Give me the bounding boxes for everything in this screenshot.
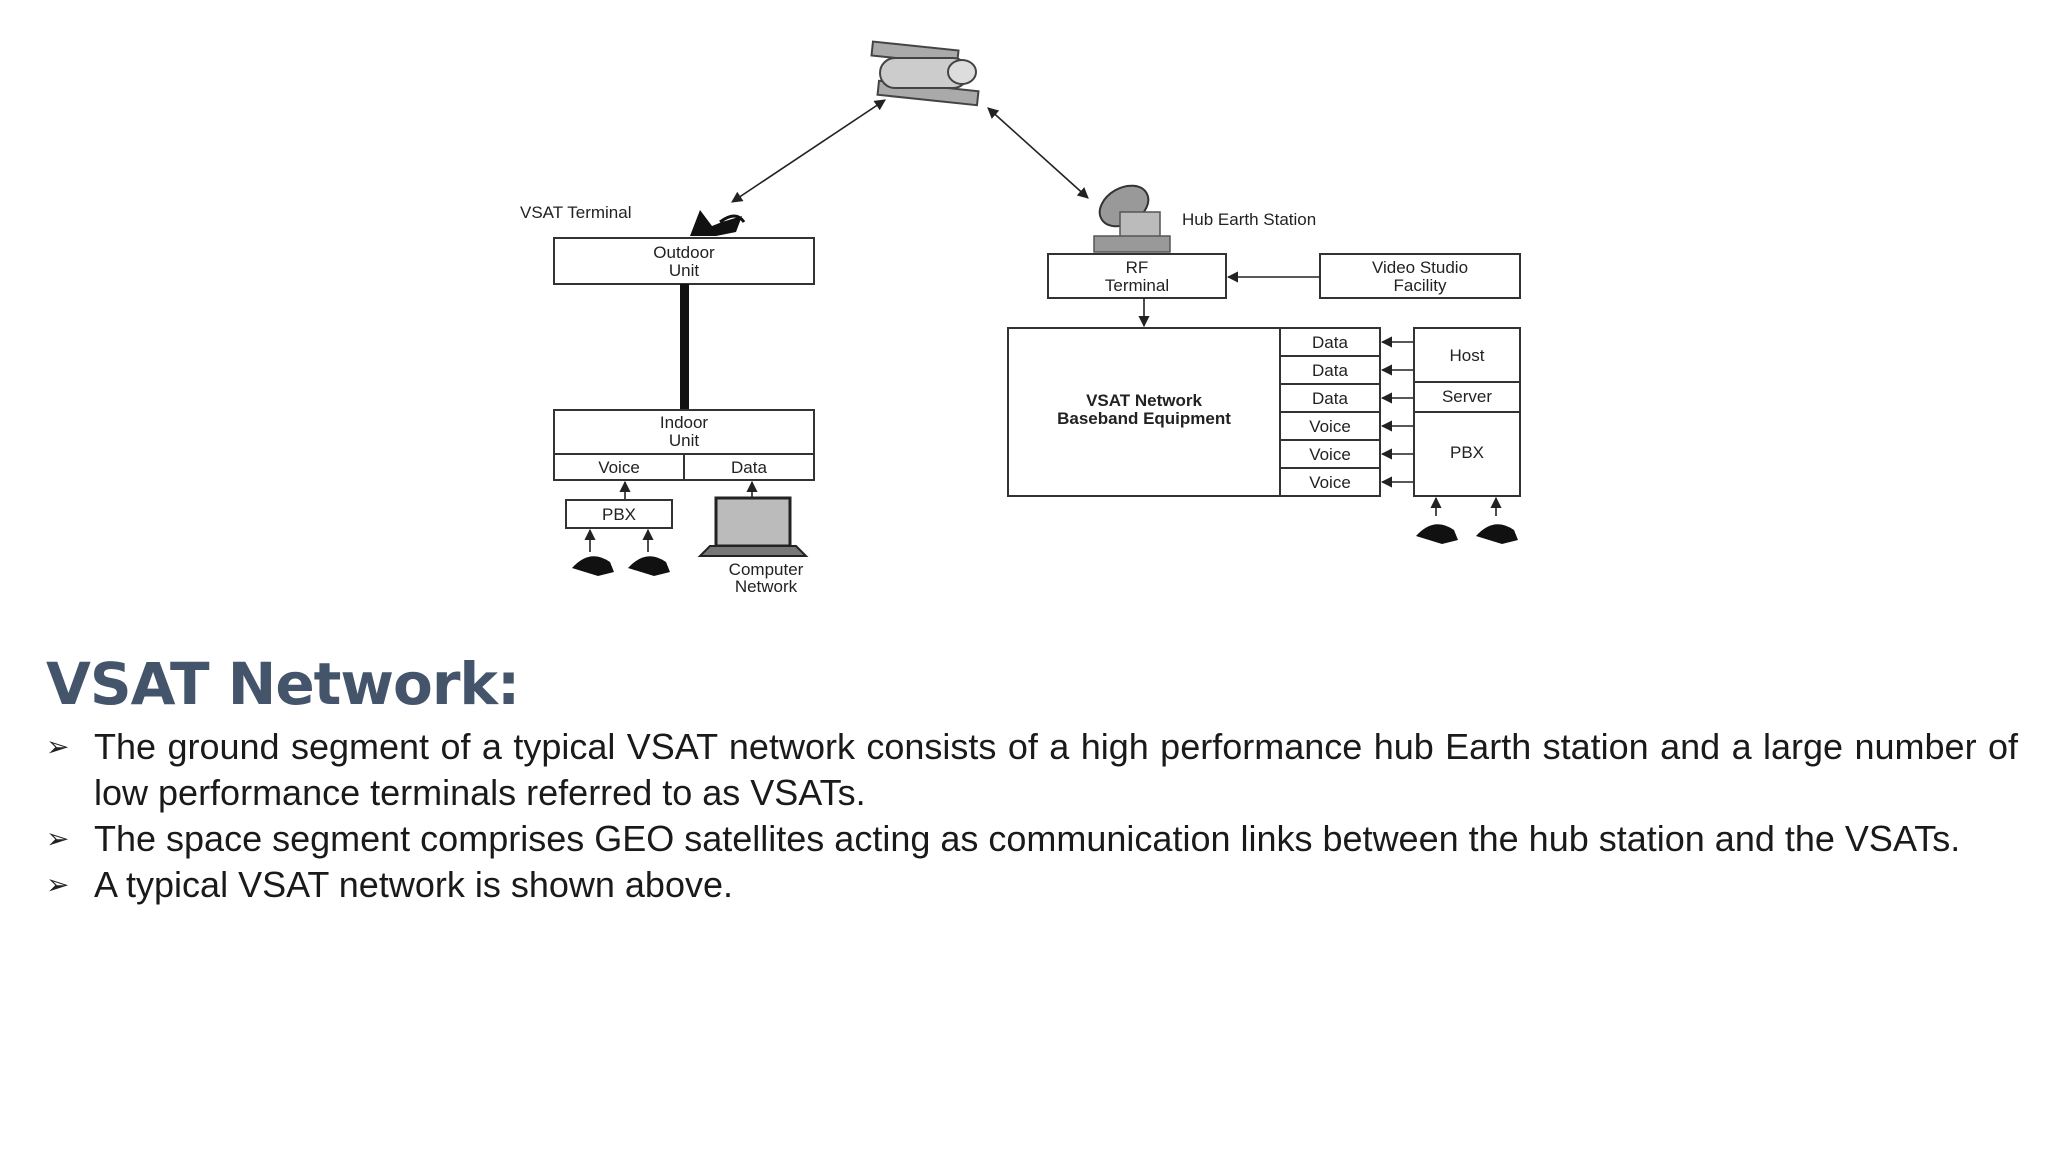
port-label: Voice xyxy=(1309,417,1351,436)
arrow-bullet-icon: ➢ xyxy=(46,731,70,762)
pbx-left-box xyxy=(565,499,673,529)
computer-network-label-2: Network xyxy=(735,577,798,596)
indoor-unit-label-2: Unit xyxy=(669,431,700,450)
bullet-list: ➢ The ground segment of a typical VSAT n… xyxy=(46,724,2018,908)
video-studio-label-2: Facility xyxy=(1394,276,1447,295)
port-label: Data xyxy=(1312,361,1348,380)
indoor-voice-port xyxy=(553,453,685,481)
bullet-item: ➢ The ground segment of a typical VSAT n… xyxy=(46,724,2018,816)
port-arrows xyxy=(1380,336,1414,488)
rf-terminal-box xyxy=(1047,253,1227,299)
pbx-left-label: PBX xyxy=(602,505,636,524)
uplink-vsat-arrow xyxy=(731,99,886,203)
port-label: Voice xyxy=(1309,473,1351,492)
bullet-text: The ground segment of a typical VSAT net… xyxy=(94,726,2018,813)
port-box xyxy=(1279,467,1381,497)
indoor-unit-label-1: Indoor xyxy=(660,413,709,432)
baseband-label-2: Baseband Equipment xyxy=(1057,409,1231,428)
hub-earth-station-label: Hub Earth Station xyxy=(1182,210,1316,229)
uplink-hub-arrow xyxy=(987,107,1089,199)
indoor-unit-box xyxy=(553,409,815,455)
ifl-cable xyxy=(680,284,689,410)
video-studio-label-1: Video Studio xyxy=(1372,258,1468,277)
slide-title: VSAT Network: xyxy=(46,650,520,718)
port-label: Voice xyxy=(1309,445,1351,464)
satellite-icon xyxy=(870,40,980,107)
server-label: Server xyxy=(1442,387,1492,406)
vsat-terminal-label: VSAT Terminal xyxy=(520,203,632,222)
indoor-data-port xyxy=(683,453,815,481)
outdoor-unit-label-1: Outdoor xyxy=(653,243,715,262)
telephone-icon xyxy=(1416,524,1518,544)
vsat-network-diagram: VSAT Terminal Outdoor Unit Indoor Unit V… xyxy=(520,40,1521,596)
outdoor-unit-box xyxy=(553,237,815,285)
bullet-item: ➢ A typical VSAT network is shown above. xyxy=(46,862,2018,908)
arrow-bullet-icon: ➢ xyxy=(46,869,70,900)
dish-antenna-icon xyxy=(690,210,746,236)
port-box xyxy=(1279,439,1381,469)
outdoor-unit-label-2: Unit xyxy=(669,261,700,280)
telephone-icon xyxy=(572,556,670,576)
hub-antenna-icon xyxy=(1093,184,1171,253)
baseband-port-column: Data Data Data Voice Voice Voice xyxy=(1279,327,1381,497)
bullet-text: A typical VSAT network is shown above. xyxy=(94,864,733,905)
bullet-item: ➢ The space segment comprises GEO satell… xyxy=(46,816,2018,862)
video-studio-box xyxy=(1319,253,1521,299)
arrow-bullet-icon: ➢ xyxy=(46,823,70,854)
rf-terminal-label-1: RF xyxy=(1126,258,1149,277)
rf-terminal-label-2: Terminal xyxy=(1105,276,1169,295)
port-label: Data xyxy=(1312,333,1348,352)
indoor-voice-label: Voice xyxy=(598,458,640,477)
indoor-data-label: Data xyxy=(731,458,767,477)
port-box xyxy=(1279,355,1381,385)
baseband-label-1: VSAT Network xyxy=(1086,391,1202,410)
laptop-icon xyxy=(697,496,809,557)
pbx-right-label: PBX xyxy=(1450,443,1484,462)
pbx-right-box xyxy=(1413,411,1521,497)
port-label: Data xyxy=(1312,389,1348,408)
computer-network-label-1: Computer xyxy=(729,560,804,579)
port-box xyxy=(1279,327,1381,357)
host-label: Host xyxy=(1450,346,1485,365)
bullet-text: The space segment comprises GEO satellit… xyxy=(94,818,1961,859)
